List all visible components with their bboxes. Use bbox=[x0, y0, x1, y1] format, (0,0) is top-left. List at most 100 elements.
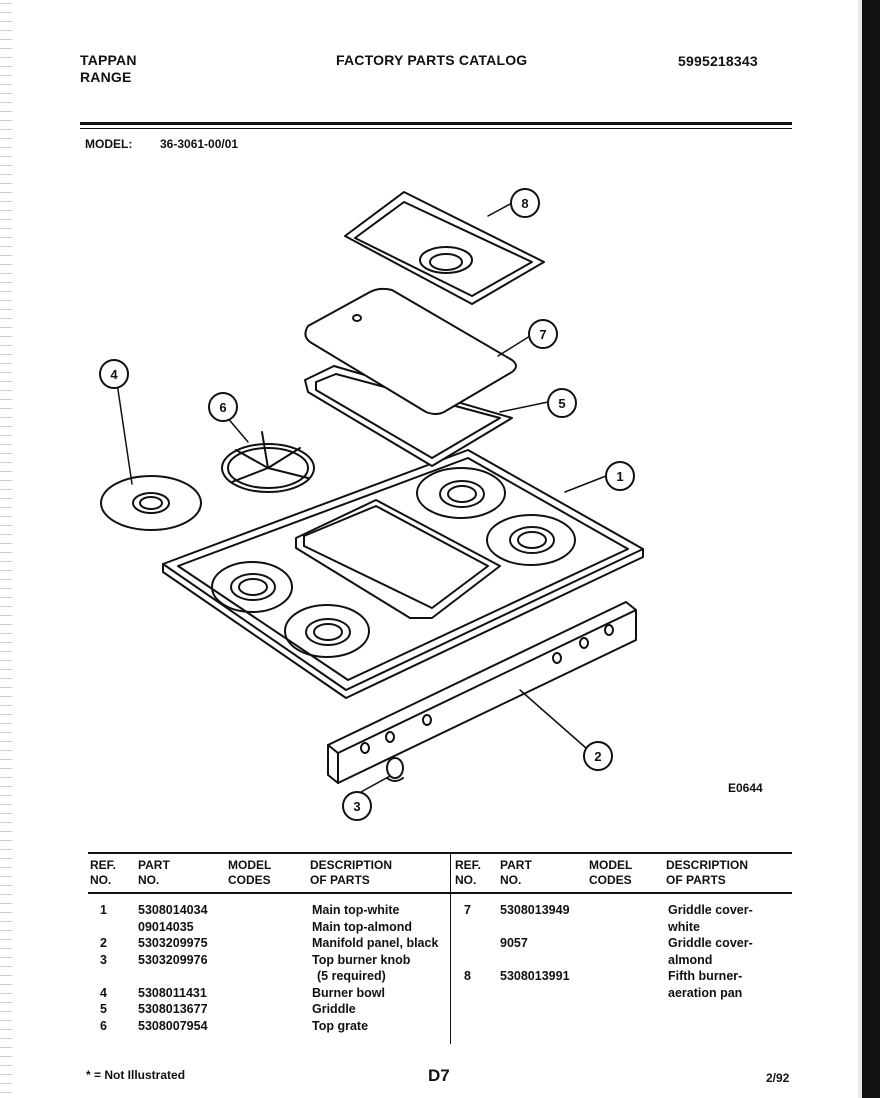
header-rule-thin bbox=[80, 128, 792, 129]
brand-line-1: TAPPAN bbox=[80, 52, 137, 68]
page-code: D7 bbox=[428, 1066, 450, 1085]
table-row-part bbox=[500, 952, 570, 969]
callout-1-label: 1 bbox=[616, 469, 623, 484]
table-column-divider bbox=[450, 852, 451, 1044]
callout-3-circle bbox=[342, 791, 372, 821]
table-top-rule bbox=[88, 852, 792, 854]
table-row-ref: 8 bbox=[464, 969, 471, 983]
scan-edge-right-gap bbox=[858, 0, 862, 1098]
table-row-desc: (5 required) bbox=[317, 969, 386, 983]
table-row-part: 5308007954 bbox=[138, 1018, 208, 1033]
table-row-desc: Burner bowl bbox=[312, 985, 385, 1000]
table-row-ref: 3 bbox=[100, 952, 107, 967]
table-row-part: 09014035 bbox=[138, 919, 194, 934]
right-col-desc: Griddle cover- white Griddle cover- almo… bbox=[668, 902, 753, 1001]
burner-bowl-drawing bbox=[100, 475, 202, 531]
header-ref-left: REF. NO. bbox=[90, 858, 116, 888]
header-ref-line1: REF. bbox=[455, 858, 482, 872]
header-model-line1: MODEL bbox=[228, 858, 272, 872]
header-part-line2: NO. bbox=[500, 873, 522, 887]
not-illustrated-note: * = Not Illustrated bbox=[86, 1068, 186, 1082]
griddle-drawing bbox=[304, 365, 513, 467]
table-row-ref: 1 bbox=[100, 903, 107, 917]
table-row-part: 5308013949 bbox=[500, 903, 570, 917]
callout-4-circle bbox=[99, 359, 129, 389]
scan-edge-right bbox=[862, 0, 880, 1098]
table-row-part: 9057 bbox=[500, 936, 528, 950]
right-col-part: 5308013949 9057 5308013991 bbox=[500, 902, 570, 1001]
header-desc-line1: DESCRIPTION bbox=[310, 858, 393, 872]
callout-2-label: 2 bbox=[594, 749, 601, 764]
table-row-ref bbox=[464, 935, 471, 952]
header-ref-right: REF. NO. bbox=[455, 858, 481, 888]
header-part-line2: NO. bbox=[138, 873, 160, 887]
top-grate-drawing bbox=[221, 431, 315, 493]
header-desc-right: DESCRIPTION OF PARTS bbox=[666, 858, 748, 888]
left-col-ref: 1 2 3 4 5 6 bbox=[100, 902, 107, 1034]
callout-2-circle bbox=[583, 741, 613, 771]
burner-knob-drawing bbox=[386, 757, 404, 782]
table-row-ref bbox=[464, 919, 471, 936]
table-row-part: 5308011431 bbox=[138, 985, 207, 1000]
table-row-ref bbox=[100, 919, 107, 936]
callout-4-label: 4 bbox=[110, 367, 118, 382]
callout-3-label: 3 bbox=[353, 799, 360, 814]
table-row-ref: 5 bbox=[100, 1002, 107, 1016]
catalog-number: 5995218343 bbox=[678, 53, 758, 69]
header-part-right: PART NO. bbox=[500, 858, 532, 888]
table-row-part bbox=[500, 919, 570, 936]
table-row-part: 5308013677 bbox=[138, 1002, 208, 1016]
scan-edge-left bbox=[0, 0, 12, 1098]
table-row-desc: Manifold panel, black bbox=[312, 936, 439, 950]
header-model-line1: MODEL bbox=[589, 858, 633, 872]
exploded-parts-diagram bbox=[100, 191, 644, 793]
callout-8-label: 8 bbox=[521, 196, 528, 211]
callout-8-circle bbox=[510, 188, 540, 218]
table-row-ref: 4 bbox=[100, 985, 107, 1000]
left-col-part: 5308014034 09014035 5303209975 530320997… bbox=[138, 902, 208, 1034]
callout-7-label: 7 bbox=[539, 327, 546, 342]
header-desc-left: DESCRIPTION OF PARTS bbox=[310, 858, 392, 888]
header-model-right: MODEL CODES bbox=[589, 858, 632, 888]
header-part-line1: PART bbox=[500, 858, 532, 872]
table-row-desc: Main top-almond bbox=[312, 919, 412, 934]
callout-5-label: 5 bbox=[558, 396, 565, 411]
table-row-ref bbox=[100, 968, 107, 985]
table-row-desc: white bbox=[668, 919, 700, 934]
table-row-desc: almond bbox=[668, 952, 713, 967]
table-row-desc: Top grate bbox=[312, 1018, 369, 1033]
callout-layer: 1 2 3 4 5 6 7 8 bbox=[99, 188, 635, 821]
catalog-title: FACTORY PARTS CATALOG bbox=[336, 52, 528, 68]
header-model-line2: CODES bbox=[228, 873, 271, 887]
table-row-part bbox=[500, 985, 570, 1002]
table-row-part bbox=[138, 968, 208, 985]
header-model-left: MODEL CODES bbox=[228, 858, 271, 888]
header-rule-thick bbox=[80, 122, 792, 125]
table-header-rule bbox=[88, 892, 792, 894]
griddle-cover-drawing bbox=[304, 287, 517, 415]
model-label: MODEL: bbox=[85, 137, 133, 151]
callout-6-label: 6 bbox=[219, 400, 226, 415]
table-row-part: 5303209975 bbox=[138, 936, 208, 950]
manifold-panel-drawing bbox=[327, 601, 637, 784]
header-ref-line2: NO. bbox=[90, 873, 112, 887]
left-col-desc: Main top-white Main top-almond Manifold … bbox=[312, 902, 438, 1034]
table-row-ref: 6 bbox=[100, 1018, 107, 1033]
table-row-desc: Fifth burner- bbox=[668, 969, 743, 983]
table-row-part: 5308013991 bbox=[500, 969, 570, 983]
table-row-desc: aeration pan bbox=[668, 985, 743, 1000]
callout-5-circle bbox=[547, 388, 577, 418]
table-row-part: 5308014034 bbox=[138, 903, 208, 917]
callout-7-circle bbox=[528, 319, 558, 349]
right-col-ref: 7 8 bbox=[464, 902, 471, 1001]
table-row-ref: 2 bbox=[100, 936, 107, 950]
header-desc-line1: DESCRIPTION bbox=[666, 858, 749, 872]
table-row-part: 5303209976 bbox=[138, 952, 208, 967]
header-part-left: PART NO. bbox=[138, 858, 170, 888]
header-desc-line2: OF PARTS bbox=[310, 873, 370, 887]
table-row-ref: 7 bbox=[464, 903, 471, 917]
header-model-line2: CODES bbox=[589, 873, 632, 887]
table-row-desc: Griddle bbox=[312, 1002, 356, 1016]
header-ref-line2: NO. bbox=[455, 873, 477, 887]
table-row-desc: Top burner knob bbox=[312, 952, 411, 967]
